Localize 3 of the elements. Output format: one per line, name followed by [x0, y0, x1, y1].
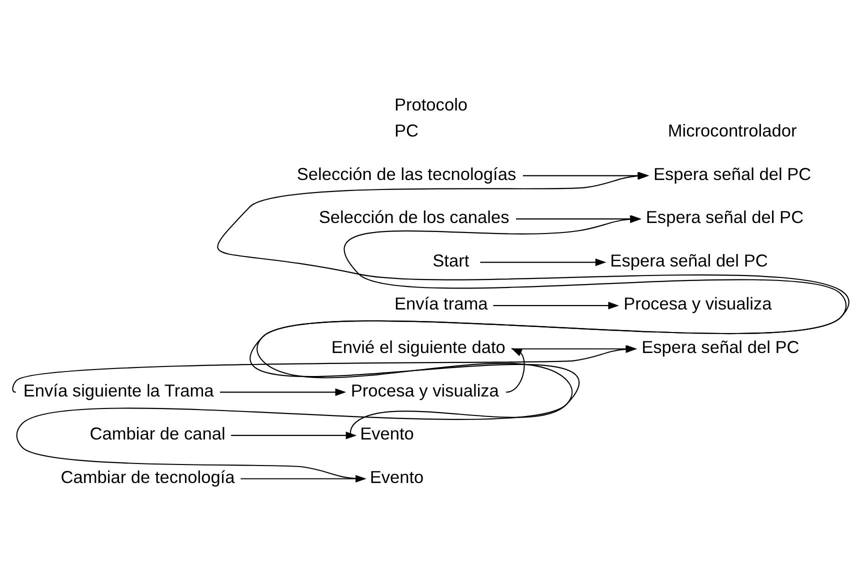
label: PC	[394, 120, 419, 140]
diagram-title: Protocolo	[394, 94, 468, 115]
label: Microcontrolador	[668, 120, 797, 140]
